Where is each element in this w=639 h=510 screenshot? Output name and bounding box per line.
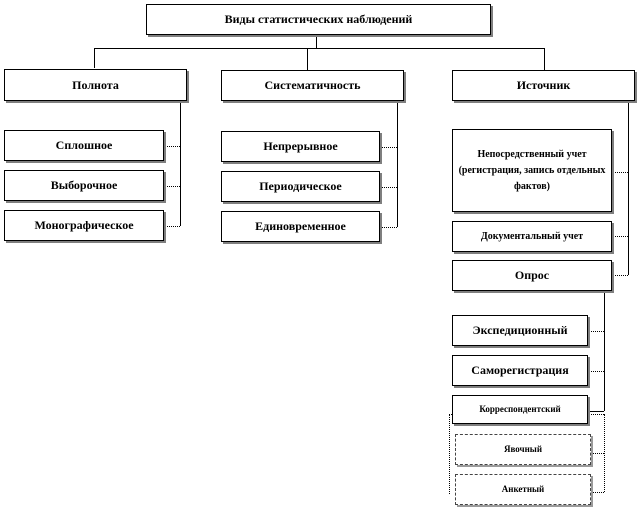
connector <box>544 48 545 70</box>
category-systematic: Систематичность <box>221 70 404 101</box>
connector <box>307 48 308 70</box>
connector <box>381 227 397 228</box>
item-survey: Опрос <box>452 260 612 291</box>
survey-expedition: Экспедиционный <box>452 315 588 346</box>
connector <box>397 101 398 227</box>
connector <box>449 414 450 494</box>
connector <box>613 236 628 237</box>
item-direct-recording: Непосредственный учет (регистрация, запи… <box>452 129 612 212</box>
survey-questionnaire: Анкетный <box>455 474 591 505</box>
connector <box>381 147 397 148</box>
connector <box>94 48 544 49</box>
item-monographic-observation: Монографическое <box>4 210 164 241</box>
root-box: Виды статистических наблюдений <box>146 4 491 35</box>
item-sample-observation: Выборочное <box>4 170 164 201</box>
connector <box>589 411 604 412</box>
connector <box>628 101 629 275</box>
connector <box>592 492 604 493</box>
connector <box>592 453 604 454</box>
connector <box>165 146 180 147</box>
survey-self-registration: Саморегистрация <box>452 355 588 386</box>
category-completeness: Полнота <box>4 69 187 101</box>
connector <box>381 187 397 188</box>
connector <box>604 414 605 492</box>
category-source: Источник <box>452 70 635 101</box>
connector <box>589 331 604 332</box>
connector <box>165 186 180 187</box>
connector <box>589 371 604 372</box>
connector <box>180 101 181 226</box>
connector <box>613 172 628 173</box>
connector <box>165 226 180 227</box>
item-onetime-observation: Единовременное <box>221 211 380 242</box>
connector <box>604 291 605 411</box>
connector <box>316 34 317 48</box>
item-documentary-recording: Документальный учет <box>452 221 612 252</box>
item-periodic-observation: Периодическое <box>221 171 380 202</box>
survey-attendance: Явочный <box>455 434 591 465</box>
connector <box>94 48 95 68</box>
item-complete-observation: Сплошное <box>4 130 164 161</box>
connector <box>613 275 628 276</box>
survey-correspondent: Корреспондентский <box>452 395 588 424</box>
item-continuous-observation: Непрерывное <box>221 131 380 162</box>
